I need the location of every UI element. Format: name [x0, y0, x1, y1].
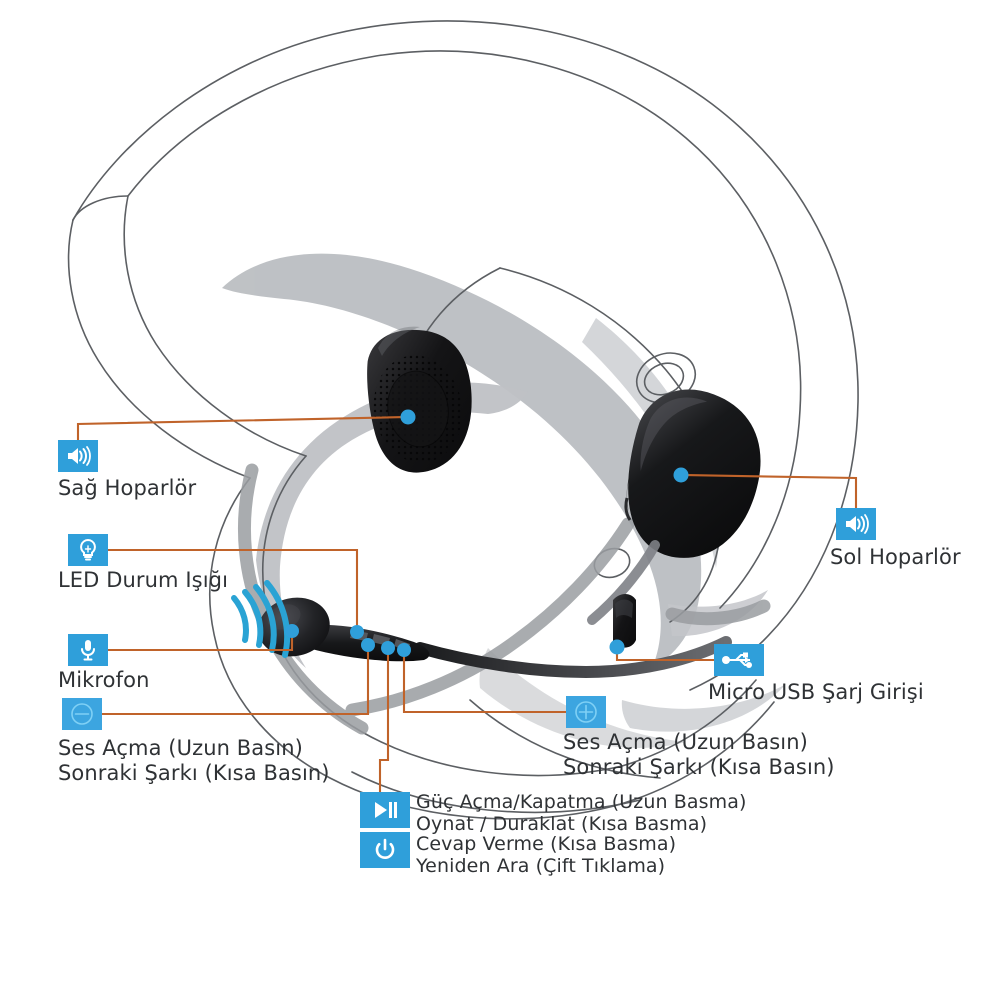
label-volume-up: Ses Açma (Uzun Basın) Sonraki Şarkı (Kıs…	[563, 730, 835, 779]
label-led-status-light: LED Durum Işığı	[58, 568, 229, 592]
label-volume-down: Ses Açma (Uzun Basın) Sonraki Şarkı (Kıs…	[58, 736, 330, 785]
chip-volume-down[interactable]	[62, 698, 102, 730]
usb-icon	[722, 650, 756, 670]
button-1-dot	[361, 638, 375, 652]
microphone-icon	[78, 638, 98, 662]
button-3-dot	[397, 643, 411, 657]
chip-right-speaker[interactable]	[58, 440, 98, 472]
button-2-dot	[381, 641, 395, 655]
led-dot	[350, 625, 364, 639]
label-answer-redial: Cevap Verme (Kısa Basma) Yeniden Ara (Çi…	[416, 833, 677, 877]
play-pause-icon	[370, 799, 400, 821]
minus-circle-icon	[69, 701, 95, 727]
label-micro-usb: Micro USB Şarj Girişi	[708, 680, 924, 704]
right-speaker-dot	[400, 409, 416, 425]
speaker-icon	[65, 445, 91, 467]
chip-left-speaker[interactable]	[836, 508, 876, 540]
label-left-speaker: Sol Hoparlör	[830, 545, 961, 569]
speaker-icon	[843, 513, 869, 535]
left-speaker-dot	[673, 467, 689, 483]
chip-volume-up[interactable]	[566, 696, 606, 728]
mic-dot	[285, 624, 299, 638]
chip-play-pause[interactable]	[360, 792, 410, 828]
label-right-speaker: Sağ Hoparlör	[58, 476, 197, 500]
plus-circle-icon	[573, 699, 599, 725]
sound-wave-icon	[231, 580, 291, 658]
right-speaker-pod	[367, 326, 472, 473]
chip-power[interactable]	[360, 832, 410, 868]
chip-led-status-light[interactable]	[68, 534, 108, 566]
label-microphone: Mikrofon	[58, 668, 150, 692]
chip-microphone[interactable]	[68, 634, 108, 666]
lightbulb-icon	[77, 538, 99, 562]
power-icon	[373, 838, 397, 862]
usb-port-dot	[609, 639, 625, 655]
chip-micro-usb[interactable]	[714, 644, 764, 676]
hotspot-dots	[285, 409, 689, 657]
micro-usb-port	[613, 594, 636, 648]
label-power-play-pause: Güç Açma/Kapatma (Uzun Basma) Oynat / Du…	[416, 791, 747, 835]
